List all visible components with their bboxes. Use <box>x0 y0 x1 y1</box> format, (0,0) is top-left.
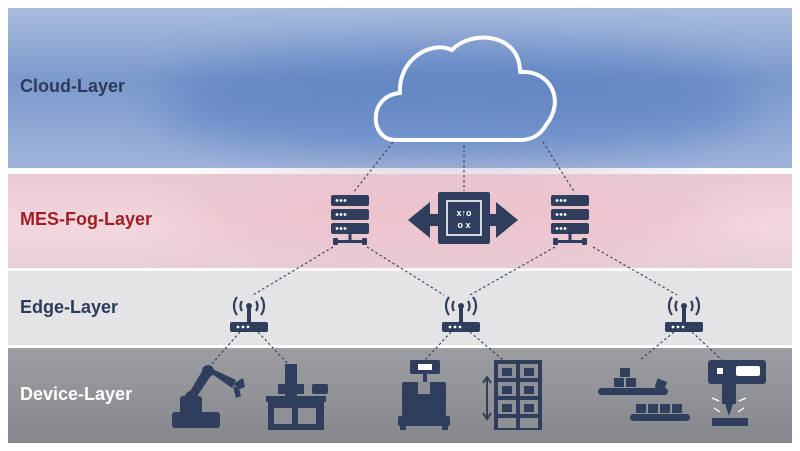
warehouse-shelf-icon <box>482 360 542 430</box>
connection-lines <box>209 141 723 367</box>
robot-arm-icon <box>172 365 245 428</box>
cloud-icon <box>373 35 557 142</box>
cloud-layer-label: Cloud-Layer <box>20 76 126 96</box>
server-rack-icon <box>551 195 589 245</box>
server-rack-icon <box>331 195 369 245</box>
svg-text:o x: o x <box>457 220 470 230</box>
svg-text:x↑o: x↑o <box>456 208 472 218</box>
fog-layer-label: MES-Fog-Layer <box>20 209 153 229</box>
wifi-router-icon <box>440 295 482 334</box>
cnc-machine-icon <box>266 364 328 430</box>
wifi-router-icon <box>663 295 705 334</box>
device-layer-label: Device-Layer <box>20 384 133 404</box>
weighing-scale-icon <box>398 360 450 430</box>
edge-layer-label: Edge-Layer <box>20 297 119 317</box>
drill-press-icon <box>708 360 766 426</box>
task-exchange-icon: x↑o o x <box>408 192 518 244</box>
edge-layer-band <box>8 271 792 345</box>
conveyor-belt-icon <box>598 368 690 421</box>
wifi-router-icon <box>228 295 270 334</box>
